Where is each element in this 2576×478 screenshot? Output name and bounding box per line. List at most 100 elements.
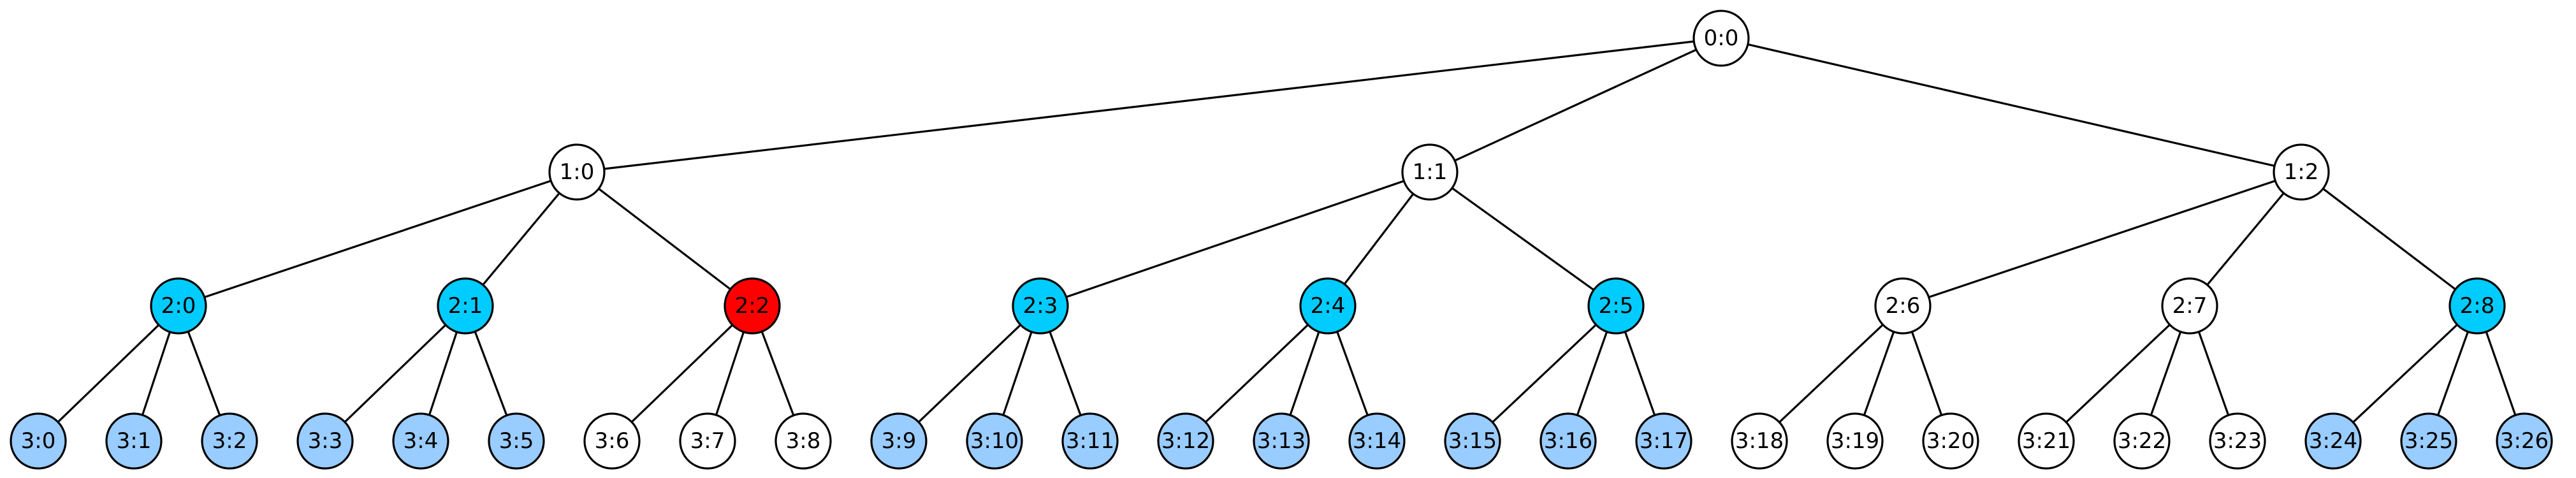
edge-1-to-2-5: [1429, 171, 1617, 307]
node-level2-circle: [2449, 277, 2506, 335]
edge-2-to-3-0: [37, 305, 180, 442]
node-level3: 3:17: [1635, 412, 1692, 470]
node-level3-label: 3:12: [1161, 428, 1210, 454]
node-level3: 3:8: [775, 412, 832, 470]
node-level3-label: 3:9: [882, 428, 917, 454]
node-level3-circle: [2304, 412, 2362, 470]
node-level3: 3:1: [105, 412, 163, 470]
node-level3-label: 3:5: [499, 428, 534, 454]
node-level3: 3:20: [1922, 412, 1979, 470]
node-level3-label: 3:11: [1066, 428, 1114, 454]
node-level2: 2:7: [2161, 277, 2218, 335]
node-level2-circle: [1012, 277, 1069, 335]
node-level3: 3:6: [583, 412, 641, 470]
node-level3-circle: [392, 412, 449, 470]
node-level3: 3:3: [296, 412, 354, 470]
node-level3-circle: [1922, 412, 1979, 470]
node-level3-label: 3:14: [1353, 428, 1401, 454]
node-level3: 3:10: [966, 412, 1023, 470]
edge-root-to-1-0: [576, 37, 1722, 173]
node-level3-circle: [201, 412, 258, 470]
node-level1: 1:0: [548, 143, 606, 201]
node-level3-label: 3:13: [1257, 428, 1306, 454]
node-level2: 2:6: [1874, 277, 1932, 335]
edge-2-to-3-6: [611, 305, 753, 442]
node-level3-label: 3:21: [2022, 428, 2070, 454]
node-level2-circle: [437, 277, 494, 335]
node-level3-circle: [1253, 412, 1310, 470]
node-level3-label: 3:4: [404, 428, 439, 454]
node-level3-label: 3:18: [1735, 428, 1784, 454]
edge-1-to-2-1: [464, 171, 578, 307]
node-level1-label: 1:0: [560, 159, 595, 185]
node-level3-circle: [1157, 412, 1214, 470]
node-level3-circle: [10, 412, 67, 470]
node-level3-label: 3:22: [2118, 428, 2166, 454]
edge-1-to-2-0: [178, 171, 578, 307]
node-level3-circle: [775, 412, 832, 470]
node-level1: 1:1: [1401, 143, 1459, 201]
node-level3-label: 3:2: [212, 428, 247, 454]
node-level3: 3:21: [2018, 412, 2075, 470]
node-level3: 3:19: [1826, 412, 1884, 470]
node-level3-circle: [1635, 412, 1692, 470]
node-level3-label: 3:1: [117, 428, 152, 454]
node-level3-label: 3:19: [1831, 428, 1879, 454]
node-level3-circle: [2209, 412, 2266, 470]
node-level3-circle: [488, 412, 545, 470]
edge-2-to-3-21: [2045, 305, 2191, 442]
node-level3-circle: [2018, 412, 2075, 470]
node-level3-circle: [105, 412, 163, 470]
node-level3-label: 3:26: [2500, 428, 2549, 454]
node-level3-circle: [966, 412, 1023, 470]
node-level2-label: 2:6: [1886, 293, 1921, 319]
node-level3-label: 3:24: [2309, 428, 2357, 454]
node-level2-label: 2:5: [1599, 293, 1634, 319]
node-level3: 3:23: [2209, 412, 2266, 470]
edge-root-to-1-2: [1721, 37, 2302, 173]
node-level3-label: 3:0: [21, 428, 56, 454]
node-level3: 3:4: [392, 412, 449, 470]
node-level2: 2:3: [1012, 277, 1069, 335]
node-level2-label: 2:7: [2172, 293, 2208, 319]
node-level3-label: 3:23: [2213, 428, 2262, 454]
node-level3-circle: [2113, 412, 2171, 470]
node-level3: 3:12: [1157, 412, 1214, 470]
node-level3: 3:0: [10, 412, 67, 470]
node-level3: 3:16: [1539, 412, 1597, 470]
node-level1-label: 1:1: [1413, 159, 1448, 185]
node-level3: 3:11: [1061, 412, 1119, 470]
edge-root-to-1-1: [1429, 37, 1722, 173]
node-level3-label: 3:17: [1640, 428, 1688, 454]
node-level3-circle: [679, 412, 736, 470]
node-level1-circle: [2273, 143, 2330, 201]
edge-2-to-3-9: [898, 305, 1042, 442]
node-level2: 2:8: [2449, 277, 2506, 335]
node-level3-label: 3:8: [786, 428, 821, 454]
node-level3-label: 3:20: [1926, 428, 1975, 454]
node-level3-circle: [1539, 412, 1597, 470]
node-root: 0:0: [1692, 10, 1750, 67]
node-level3: 3:26: [2496, 412, 2553, 470]
node-level3: 3:7: [679, 412, 736, 470]
node-level3-circle: [1348, 412, 1406, 470]
node-level2-label: 2:3: [1023, 293, 1058, 319]
node-level3: 3:13: [1253, 412, 1310, 470]
node-level3: 3:14: [1348, 412, 1406, 470]
node-root-circle: [1692, 10, 1750, 67]
node-level2-label: 2:8: [2460, 293, 2495, 319]
edge-2-to-3-15: [1471, 305, 1617, 442]
node-level3-label: 3:10: [970, 428, 1019, 454]
node-level2-circle: [1587, 277, 1645, 335]
edge-1-to-2-8: [2301, 171, 2478, 307]
node-level3-circle: [1731, 412, 1788, 470]
node-level2-label: 2:4: [1311, 293, 1346, 319]
edge-2-to-3-12: [1184, 305, 1329, 442]
node-level3-circle: [870, 412, 928, 470]
node-level3-circle: [1826, 412, 1884, 470]
node-level1-circle: [1401, 143, 1459, 201]
node-level3: 3:2: [201, 412, 258, 470]
node-level1-circle: [548, 143, 606, 201]
